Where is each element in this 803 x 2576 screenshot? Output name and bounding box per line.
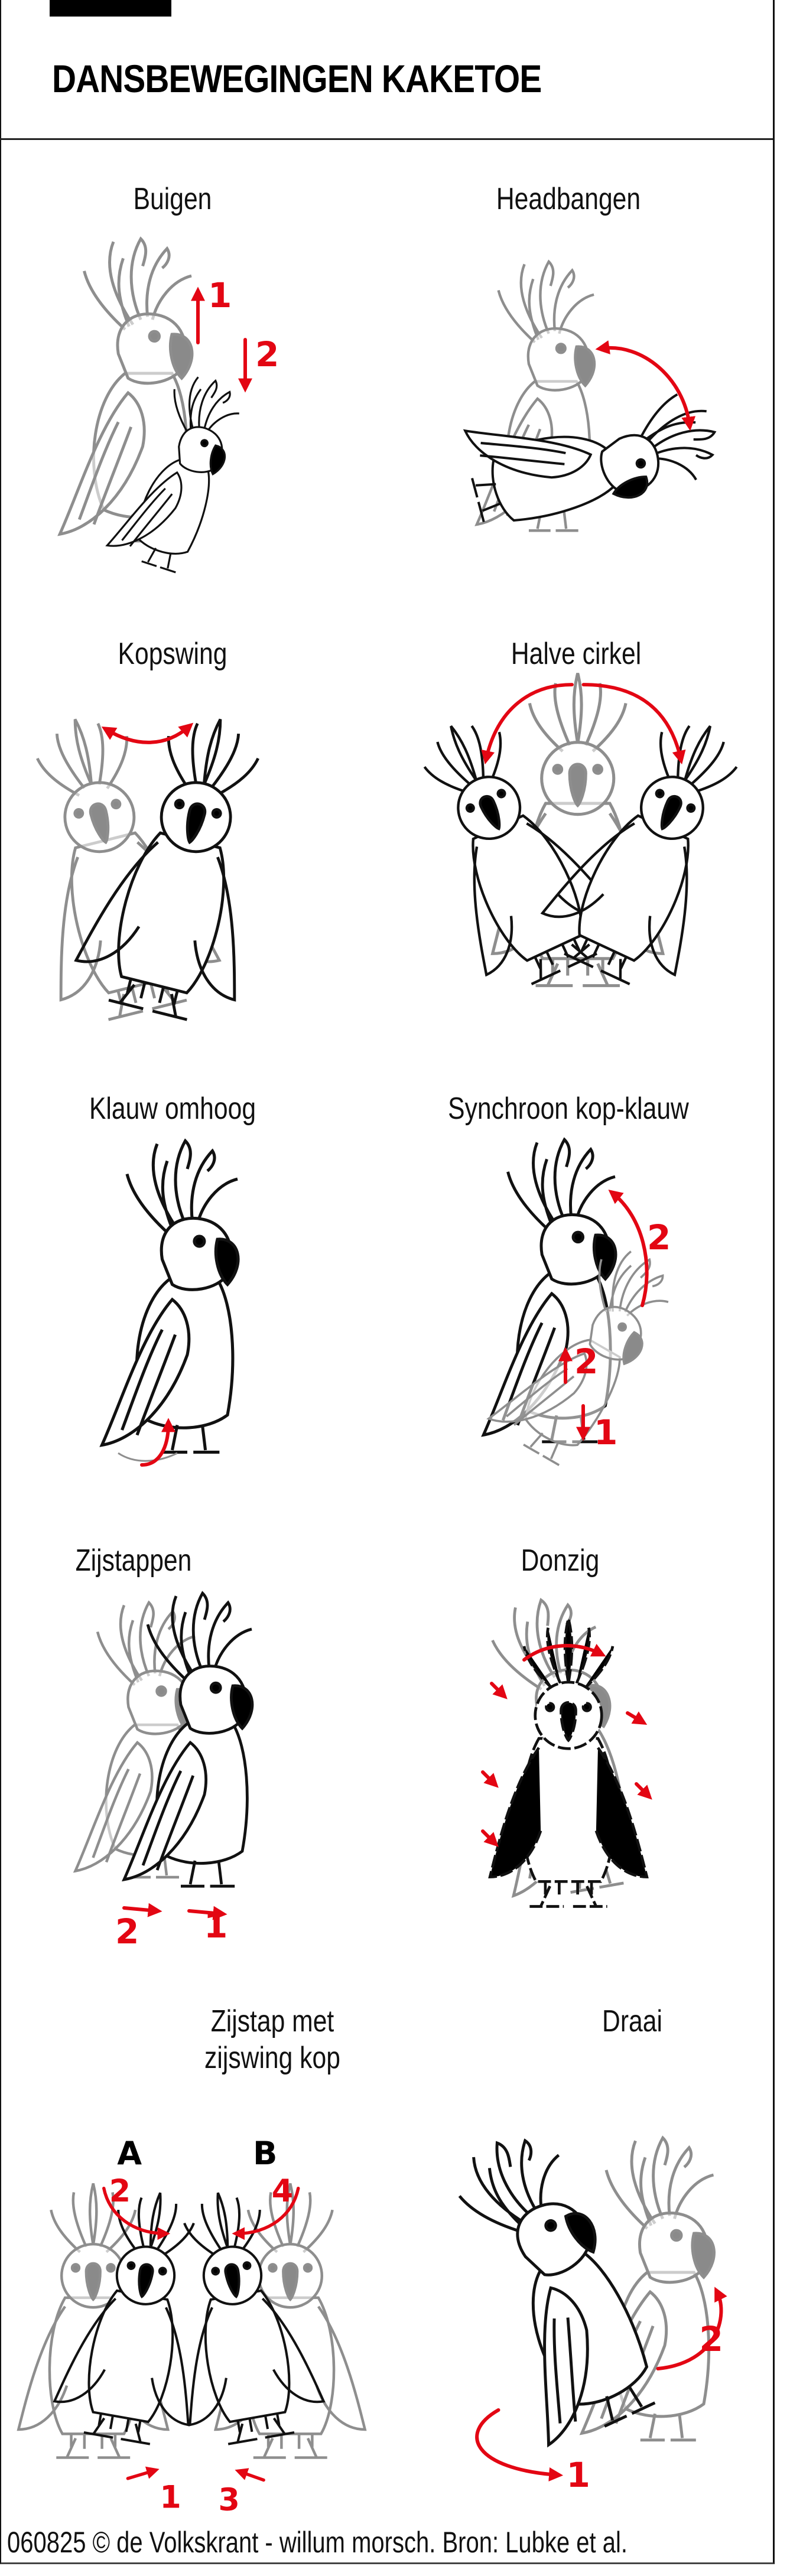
step-label: 1: [208, 275, 232, 315]
step-label: 2: [109, 2173, 131, 2209]
step-label: 3: [219, 2482, 240, 2518]
cockatoo-fluffed: [490, 1618, 647, 1907]
illustration-zijstappen: 2 1: [0, 1589, 394, 1952]
panel-title-klauw-omhoog: Klauw omhoog: [89, 1092, 256, 1126]
frame-border: [0, 0, 775, 2564]
step-label: 2: [700, 2319, 723, 2359]
arrow-step-2: [122, 1903, 162, 1917]
page-title: DANSBEWEGINGEN KAKETOE: [52, 57, 542, 100]
header-divider: [0, 138, 773, 140]
arrow-step-1: [126, 2466, 160, 2480]
arrow-head-swing-2: [102, 2186, 171, 2240]
step-label: 4: [272, 2173, 293, 2209]
arrow-fluff: [481, 1829, 499, 1847]
panel-title-zijstap-met-zijswing-kop-line2: zijswing kop: [204, 2041, 340, 2075]
panel-title-donzig: Donzig: [521, 1543, 600, 1578]
arrow-right-arc: [581, 683, 686, 765]
step-label: 2: [255, 334, 279, 374]
bird-label-b: B: [253, 2135, 277, 2172]
panel-title-kopswing: Kopswing: [118, 637, 227, 671]
arrow-head-up: [608, 1189, 649, 1307]
illustration-buigen: 1 2: [0, 236, 279, 577]
panel-title-halve-cirkel: Halve cirkel: [511, 637, 642, 671]
illustration-synchroon-kop-klauw: 2 2 1: [394, 1134, 684, 1473]
arrow-fluff: [481, 1770, 499, 1788]
step-label: 2: [115, 1911, 139, 1952]
bird-label-a: A: [117, 2135, 142, 2172]
arrow-fluff: [522, 1643, 606, 1662]
illustration-donzig: [394, 1595, 652, 1961]
panel-title-zijstappen: Zijstappen: [75, 1543, 192, 1578]
illustration-headbangen: [394, 236, 788, 603]
arrow-swing: [101, 722, 194, 744]
step-label: 1: [204, 1906, 227, 1946]
panel-title-zijstap-met-zijswing-kop-line1: Zijstap met: [210, 2004, 334, 2038]
arrow-left-arc: [481, 683, 574, 765]
arrow-claw-up: [140, 1418, 175, 1467]
cockatoo-claw-up: [102, 1141, 239, 1452]
arrow-fluff: [635, 1782, 652, 1800]
illustration-zijstap-met-zijswing-kop: A B 2 4 1 3: [0, 2135, 394, 2518]
panel-title-headbangen: Headbangen: [496, 182, 641, 216]
illustration-draai: 2 1: [414, 2103, 727, 2495]
arrow-step-1: [187, 1906, 227, 1920]
arrow-fluff: [626, 1711, 648, 1725]
arrow-head-swing-4: [232, 2186, 300, 2240]
step-label: 1: [160, 2479, 181, 2515]
illustration-kopswing: [0, 679, 394, 1046]
claw-ghost: [118, 1452, 178, 1462]
step-label: 2: [574, 1341, 598, 1382]
panel-title-draai: Draai: [602, 2004, 662, 2038]
step-label: 1: [594, 1412, 617, 1453]
illustration-halve-cirkel: [394, 667, 788, 1034]
arrow-turn-2: [656, 2287, 727, 2370]
arrow-fluff: [490, 1682, 508, 1699]
arrow-step-3: [235, 2468, 265, 2482]
step-label: 1: [567, 2455, 590, 2495]
step-label: 2: [647, 1217, 671, 1258]
credits-footer: 060825 © de Volkskrant - willum morsch. …: [7, 2526, 628, 2559]
panel-title-buigen: Buigen: [133, 182, 212, 216]
arrow-headbang: [595, 340, 696, 431]
arrow-turn-1: [475, 2408, 564, 2481]
illustration-klauw-omhoog: [0, 1134, 394, 1467]
panel-title-synchroon-kop-klauw: Synchroon kop-klauw: [448, 1092, 689, 1126]
brand-bar: [50, 0, 171, 17]
